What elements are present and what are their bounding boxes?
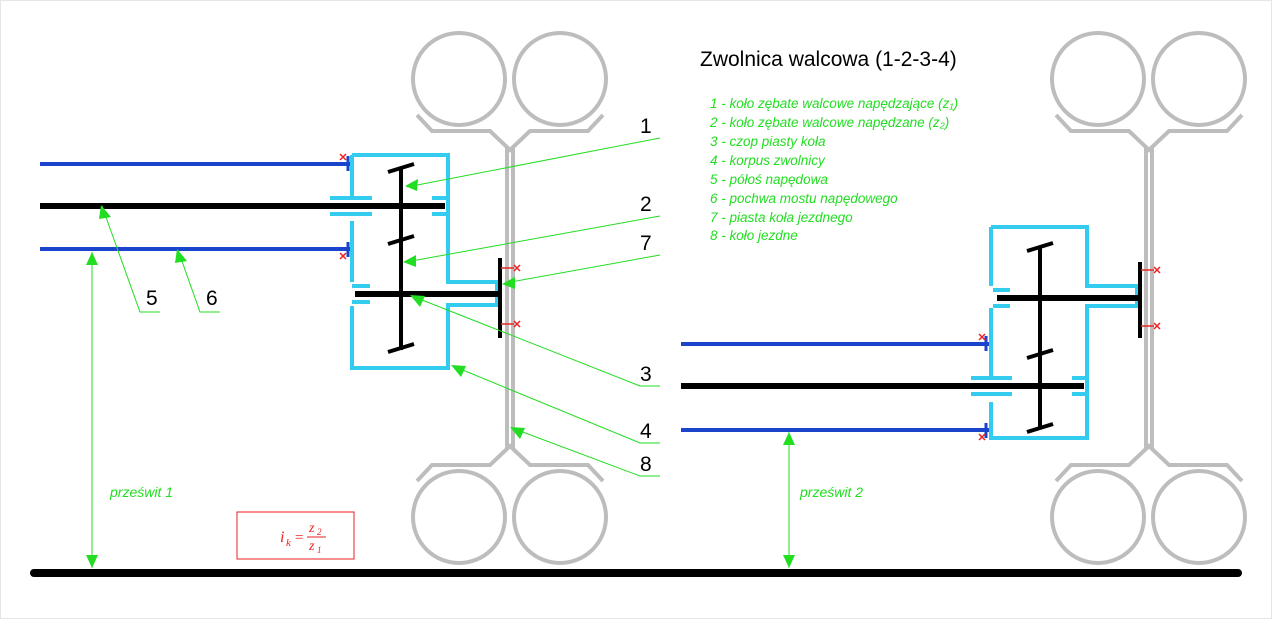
gear-ratio-formula: i k = z 2 z 1 bbox=[236, 511, 355, 560]
left-upper-yoke bbox=[415, 113, 605, 153]
formula-den: z bbox=[308, 539, 315, 554]
leader-8 bbox=[511, 427, 660, 477]
formula-lhs-sub: k bbox=[286, 537, 292, 549]
right-final-drive bbox=[681, 225, 1142, 440]
legend-item-3: 3 - czop piasty koła bbox=[710, 134, 826, 149]
callout-7: 7 bbox=[640, 232, 652, 255]
clearance-2-arrow-bottom bbox=[783, 555, 795, 568]
arrow-4 bbox=[451, 365, 466, 377]
formula-num: z bbox=[308, 521, 315, 536]
callout-3: 3 bbox=[640, 363, 652, 386]
legend-item-8: 8 - koło jezdne bbox=[710, 228, 798, 243]
left-gear-tooth-bottom bbox=[387, 342, 415, 354]
left-final-drive bbox=[40, 153, 502, 370]
callout-5: 5 bbox=[146, 287, 158, 310]
leader-1 bbox=[406, 137, 661, 188]
left-wheel-bottom-2 bbox=[512, 469, 608, 565]
left-wheel-bottom-1 bbox=[411, 469, 507, 565]
formula-eq: = bbox=[294, 530, 304, 546]
legend-item-5: 5 - półoś napędowa bbox=[710, 172, 828, 187]
leader-6 bbox=[177, 249, 220, 313]
callout-4: 4 bbox=[640, 420, 652, 443]
legend-item-6: 6 - pochwa mostu napędowego bbox=[710, 191, 898, 206]
left-wheel-top-1 bbox=[411, 31, 507, 127]
left-gear-case bbox=[350, 153, 499, 370]
left-gear-tooth-mid bbox=[387, 234, 415, 246]
right-gear-tooth-top bbox=[1026, 241, 1054, 253]
red-marks bbox=[339, 153, 1161, 441]
diagram-title: Zwolnica walcowa (1-2-3-4) bbox=[700, 48, 957, 71]
arrow-1 bbox=[405, 179, 418, 191]
legend-item-4: 4 - korpus zwolnicy bbox=[710, 153, 826, 168]
red-mark bbox=[501, 320, 521, 328]
red-mark bbox=[1141, 266, 1161, 274]
clearance-2-label: prześwit 2 bbox=[799, 484, 863, 500]
leader-7 bbox=[504, 254, 661, 284]
legend: 1 - koło zębate walcowe napędzające (z₁)… bbox=[709, 96, 958, 243]
arrow-2 bbox=[403, 255, 416, 267]
right-upper-yoke bbox=[1054, 113, 1244, 153]
right-lower-yoke bbox=[1054, 443, 1244, 483]
callout-1: 1 bbox=[640, 115, 652, 138]
leader-5 bbox=[101, 205, 160, 313]
legend-item-2: 2 - koło zębate walcowe napędzane (z₂) bbox=[709, 115, 949, 130]
right-wheel-top-2 bbox=[1151, 31, 1247, 127]
leader-2 bbox=[405, 215, 661, 263]
arrow-5 bbox=[99, 205, 111, 219]
leader-lines bbox=[86, 137, 795, 568]
leader-4 bbox=[452, 365, 660, 444]
right-wheel-assembly bbox=[1050, 31, 1247, 565]
left-lower-yoke bbox=[415, 443, 605, 483]
legend-item-1: 1 - koło zębate walcowe napędzające (z₁) bbox=[710, 96, 958, 111]
callout-2: 2 bbox=[640, 193, 652, 216]
arrow-8 bbox=[510, 427, 525, 439]
left-wheel-top-2 bbox=[512, 31, 608, 127]
red-mark bbox=[978, 433, 986, 441]
arrow-7 bbox=[502, 277, 515, 289]
red-mark bbox=[501, 264, 521, 272]
red-mark bbox=[339, 153, 347, 161]
callout-6: 6 bbox=[206, 287, 218, 310]
callout-numbers: 1 2 7 3 4 8 5 6 bbox=[146, 115, 652, 476]
clearance-2-arrow-top bbox=[783, 432, 795, 445]
clearance-1-arrow-top bbox=[86, 252, 98, 265]
red-mark bbox=[1141, 322, 1161, 330]
red-mark bbox=[339, 252, 347, 260]
right-wheel-top-1 bbox=[1050, 31, 1146, 127]
red-mark bbox=[978, 333, 986, 341]
leader-3 bbox=[411, 295, 660, 387]
formula-lhs: i bbox=[280, 529, 284, 546]
right-gear-case bbox=[989, 225, 1139, 440]
right-wheel-bottom-1 bbox=[1050, 469, 1146, 565]
left-wheel-assembly bbox=[411, 31, 608, 565]
right-gear-tooth-bottom bbox=[1026, 422, 1054, 434]
formula-den-sub: 1 bbox=[317, 545, 322, 555]
right-gear-tooth-mid bbox=[1026, 348, 1054, 360]
formula-num-sub: 2 bbox=[317, 527, 322, 537]
clearance-1-arrow-bottom bbox=[86, 555, 98, 568]
left-gear-tooth-top bbox=[387, 162, 415, 174]
legend-item-7: 7 - piasta koła jezdnego bbox=[710, 210, 853, 225]
arrow-6 bbox=[175, 249, 187, 263]
callout-8: 8 bbox=[640, 453, 652, 476]
formula-box bbox=[236, 511, 355, 560]
right-wheel-bottom-2 bbox=[1151, 469, 1247, 565]
arrow-3 bbox=[410, 295, 425, 307]
clearance-1-label: prześwit 1 bbox=[109, 484, 173, 500]
